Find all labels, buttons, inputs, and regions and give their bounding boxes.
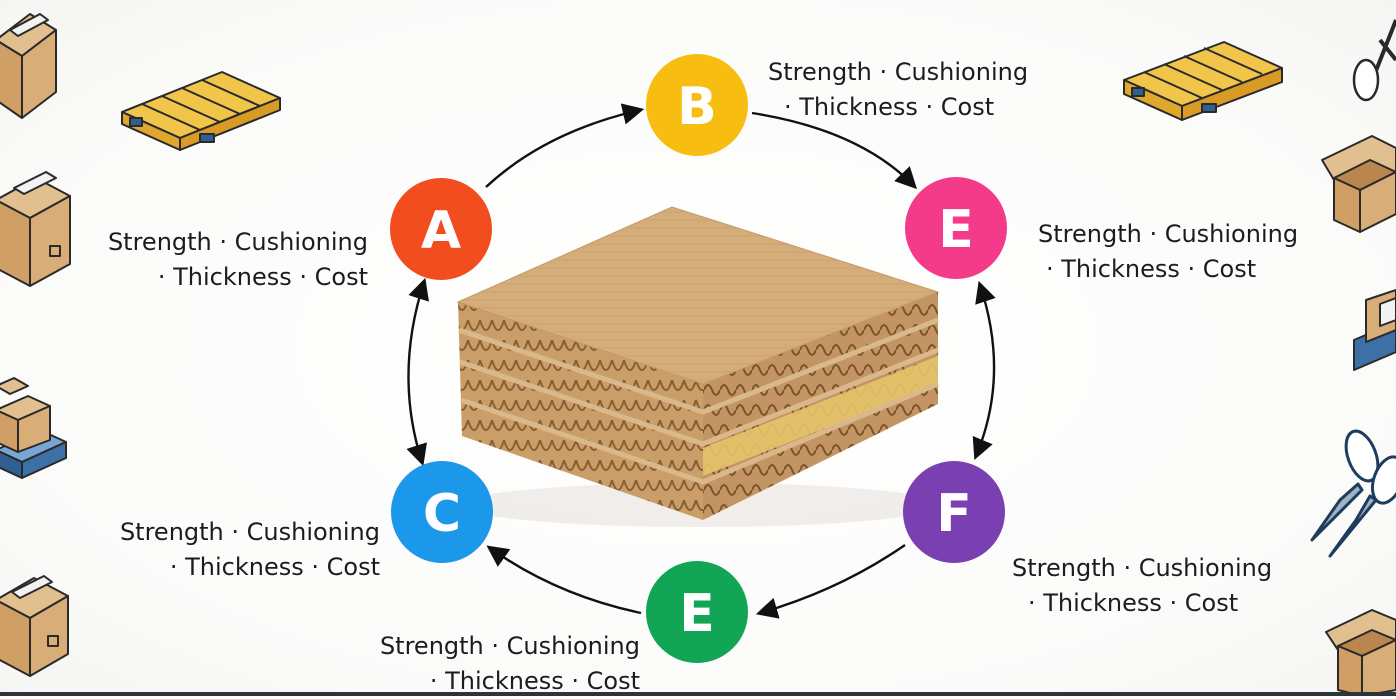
node-c: C	[391, 461, 493, 563]
label-node-e-upper-line1: Strength · Cushioning	[1038, 220, 1299, 248]
label-node-b: Strength · Cushioning · Thickness · Cost	[768, 55, 1058, 125]
label-node-b-line1: Strength · Cushioning	[768, 58, 1029, 86]
label-node-a-line1: Strength · Cushioning	[107, 228, 368, 256]
boxes-on-pallet-icon	[1353, 289, 1396, 371]
node-e2-circle	[646, 561, 748, 663]
label-node-f-line2: · Thickness · Cost	[1028, 589, 1239, 617]
label-node-c-line1: Strength · Cushioning	[119, 518, 380, 546]
arrow-e-to-c	[486, 545, 642, 615]
open-box-icon	[1325, 609, 1396, 696]
corrugated-board-stack-image	[456, 206, 940, 527]
node-a-circle	[390, 178, 492, 280]
label-node-a: Strength · Cushioning · Thickness · Cost	[70, 225, 368, 295]
node-b-letter: B	[677, 77, 717, 137]
scissors-icon	[1352, 19, 1396, 102]
node-e2: E	[646, 561, 748, 663]
label-node-f: Strength · Cushioning · Thickness · Cost	[1012, 551, 1312, 621]
node-c-circle	[391, 461, 493, 563]
label-node-c: Strength · Cushioning · Thickness · Cost	[82, 515, 380, 585]
label-node-e-upper-line2: · Thickness · Cost	[1046, 255, 1257, 283]
node-f-circle	[903, 461, 1005, 563]
arrow-a-to-b	[485, 103, 645, 188]
arrow-c-a	[406, 277, 429, 467]
scissors-icon	[1310, 429, 1396, 558]
label-node-e-upper: Strength · Cushioning · Thickness · Cost	[1038, 217, 1338, 287]
label-node-e-lower-line1: Strength · Cushioning	[379, 632, 640, 660]
node-e2-letter: E	[679, 584, 715, 644]
open-box-icon	[1321, 135, 1396, 233]
label-node-c-line2: · Thickness · Cost	[169, 553, 380, 581]
arrow-b-to-e	[751, 111, 917, 190]
cardboard-box-icon	[0, 171, 71, 287]
label-node-e-lower: Strength · Cushioning · Thickness · Cost	[344, 629, 640, 699]
node-a-letter: A	[421, 201, 461, 261]
wooden-pallet-icon	[1123, 41, 1283, 121]
cycle-arrows	[406, 103, 996, 619]
wooden-pallet-icon	[121, 71, 281, 151]
boxes-on-pallet-icon	[0, 377, 67, 479]
node-e1-letter: E	[938, 200, 974, 260]
node-a: A	[390, 178, 492, 280]
node-b: B	[646, 54, 748, 156]
node-c-letter: C	[423, 484, 461, 544]
arrow-f-to-e	[755, 544, 906, 619]
label-node-b-line2: · Thickness · Cost	[784, 93, 995, 121]
label-node-f-line1: Strength · Cushioning	[1012, 554, 1273, 582]
node-e1-circle	[905, 177, 1007, 279]
cardboard-box-icon	[0, 13, 57, 119]
label-node-e-lower-line2: · Thickness · Cost	[429, 667, 640, 695]
node-e1: E	[905, 177, 1007, 279]
node-f: F	[903, 461, 1005, 563]
arrow-e-f	[972, 280, 996, 460]
label-node-a-line2: · Thickness · Cost	[157, 263, 368, 291]
node-b-circle	[646, 54, 748, 156]
node-f-letter: F	[936, 484, 972, 544]
cardboard-box-icon	[0, 575, 69, 677]
nodes-layer: A B E F E C	[390, 54, 1007, 663]
bottom-border	[0, 692, 1396, 696]
